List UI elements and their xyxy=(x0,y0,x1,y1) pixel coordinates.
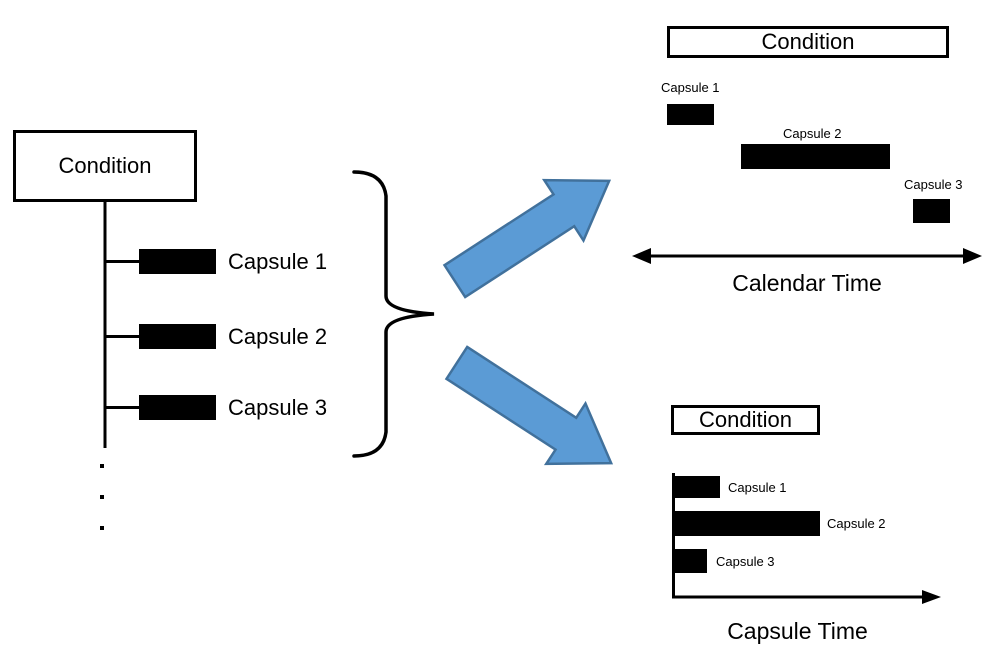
timeline-bar xyxy=(913,199,950,223)
capsule-time-axis-label: Capsule Time xyxy=(727,618,868,644)
timeline-bar xyxy=(667,104,714,125)
timeline-bar xyxy=(673,549,707,573)
timeline-bar-label: Capsule 2 xyxy=(827,516,886,531)
timeline-bar-label: Capsule 2 xyxy=(783,126,842,141)
timeline-bar xyxy=(673,511,820,536)
timeline-bar-label: Capsule 1 xyxy=(728,480,787,495)
ellipsis-dot xyxy=(100,464,104,468)
capsule-bar-label: Capsule 3 xyxy=(228,394,328,420)
ellipsis-dot xyxy=(100,526,104,530)
left-condition-box: Condition xyxy=(13,130,197,202)
capsule-bar xyxy=(139,249,216,274)
timeline-bar xyxy=(741,144,890,169)
arrow-to-capsule-view-icon xyxy=(444,345,614,466)
capsule-view-condition-label: Condition xyxy=(699,407,792,432)
calendar-time-axis-label: Calendar Time xyxy=(732,270,882,296)
capsule-bar xyxy=(139,324,216,349)
grouping-brace xyxy=(352,170,435,458)
calendar-view-condition-box: Condition xyxy=(667,26,949,58)
timeline-bar xyxy=(673,476,720,498)
calendar-time-axis-icon xyxy=(632,248,982,264)
timeline-bar-label: Capsule 3 xyxy=(904,177,963,192)
capsule-bar-label: Capsule 2 xyxy=(228,323,328,349)
capsule-view-condition-box: Condition xyxy=(671,405,820,435)
left-condition-label: Condition xyxy=(58,153,152,178)
ellipsis-dot xyxy=(100,495,104,499)
capsule-bar-label: Capsule 1 xyxy=(228,248,328,274)
capsule-bar xyxy=(139,395,216,420)
calendar-view-condition-label: Condition xyxy=(761,29,855,54)
timeline-bar-label: Capsule 1 xyxy=(661,80,720,95)
arrow-to-calendar-view-icon xyxy=(442,178,612,299)
timeline-bar-label: Capsule 3 xyxy=(716,554,775,569)
